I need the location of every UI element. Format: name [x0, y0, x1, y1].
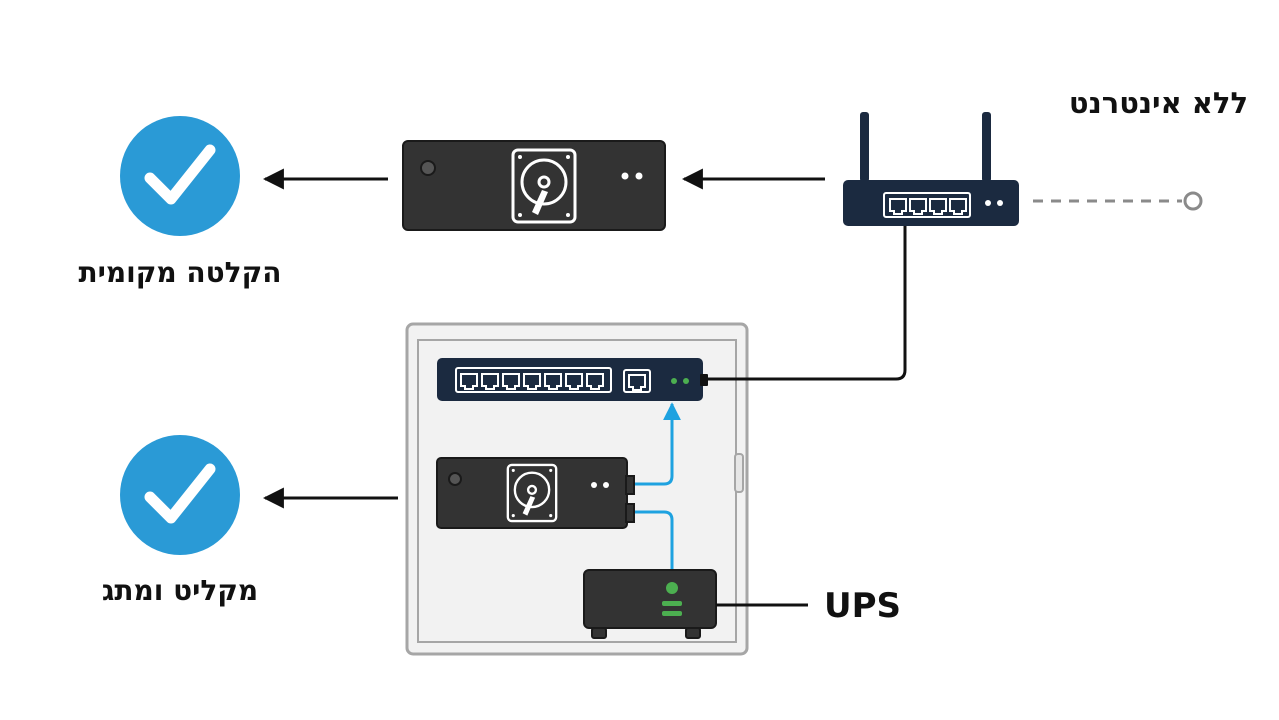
local-recorder-device: [402, 140, 666, 231]
cabinet-recorder-device: [436, 457, 635, 529]
check-circle-icon: [120, 435, 240, 555]
cabinet-handle: [734, 453, 744, 493]
router-icon: [843, 112, 1019, 226]
network-switch-icon: [437, 358, 708, 401]
ups-label: UPS: [824, 586, 902, 626]
uplink-cable: [706, 226, 907, 381]
no-internet-label: ללא אינטרנט: [1068, 86, 1248, 120]
power-data-cables: [632, 402, 681, 570]
local-recording-label: הקלטה מקומית: [78, 256, 282, 289]
disconnected-internet-line: [1033, 191, 1203, 211]
check-circle-icon: [120, 116, 240, 236]
ups-icon: [583, 569, 717, 639]
recorder-switch-label: מקליט ומתג: [101, 574, 259, 607]
